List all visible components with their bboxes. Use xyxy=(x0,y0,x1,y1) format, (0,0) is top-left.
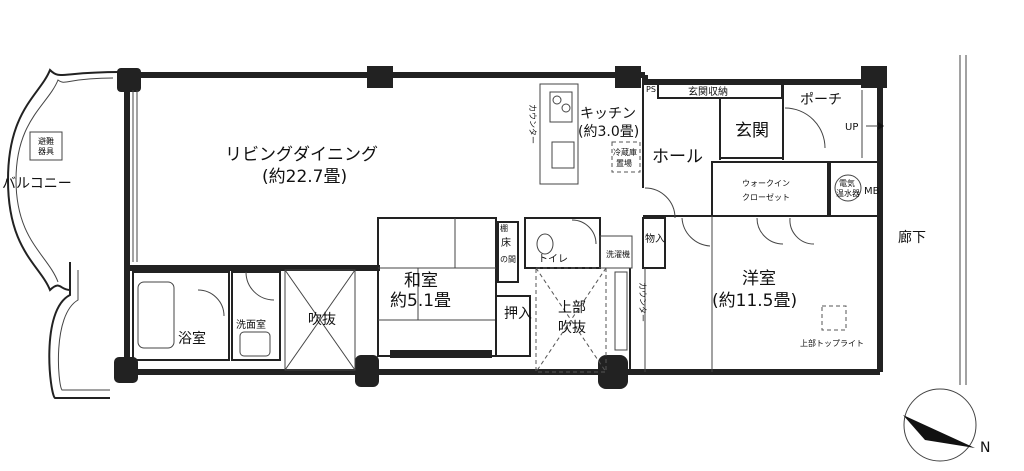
room-counter-label: カウンター xyxy=(638,282,647,322)
genkan-storage-label: 玄関収納 xyxy=(688,85,728,98)
washroom-label: 洗面室 xyxy=(236,318,266,331)
heater-label-2: 温水器 xyxy=(836,188,860,198)
genkan-label: 玄関 xyxy=(735,121,769,141)
upper-fukinuke-label-2: 吹抜 xyxy=(558,320,586,336)
balcony-label: バルコニー xyxy=(2,176,72,192)
tokonoma-label-2: の間 xyxy=(500,255,516,264)
oshiire-label: 押入 xyxy=(504,306,532,322)
storage-label: 物入 xyxy=(645,232,665,245)
washitsu-area: 約5.1畳 xyxy=(390,291,451,311)
corridor-label: 廊下 xyxy=(898,229,926,246)
fridge-label-2: 置場 xyxy=(616,158,632,168)
youshitsu-name: 洋室 xyxy=(742,269,776,289)
compass-north: N xyxy=(903,388,990,462)
walkin-label-2: クローゼット xyxy=(742,192,790,202)
interior-walls xyxy=(132,81,881,373)
toilet-label: トイレ xyxy=(538,254,568,265)
ps-label: PS xyxy=(646,85,656,94)
toplight-label: 上部トップライト xyxy=(800,338,864,348)
kitchen-counter-label: カウンター xyxy=(528,104,537,144)
tokonoma-label-1: 床 xyxy=(501,236,511,249)
living-area: (約22.7畳) xyxy=(262,167,347,187)
structural-columns xyxy=(114,66,887,389)
hall-label: ホール xyxy=(652,147,703,167)
compass-label: N xyxy=(980,440,990,456)
fukinuke-label: 吹抜 xyxy=(308,312,336,328)
laundry-label: 洗濯機 xyxy=(606,249,630,259)
heater-label-1: 電気 xyxy=(839,178,855,188)
living-name: リビングダイニング xyxy=(225,145,378,165)
evac-label-2: 器具 xyxy=(38,147,54,156)
fridge-label-1: 冷蔵庫 xyxy=(613,147,637,157)
walkin-label-1: ウォークイン xyxy=(742,179,790,188)
shelf-label: 棚 xyxy=(500,223,508,233)
kitchen-area: (約3.0畳) xyxy=(578,124,639,140)
balcony-railing xyxy=(6,68,121,399)
youshitsu-area: (約11.5畳) xyxy=(712,291,797,311)
upper-fukinuke-label-1: 上部 xyxy=(558,300,586,316)
evac-label-1: 避難 xyxy=(38,136,54,146)
mb-label: MB xyxy=(864,186,880,197)
bath-label: 浴室 xyxy=(178,330,206,347)
kitchen-name: キッチン xyxy=(580,106,636,122)
up-label: UP xyxy=(845,122,858,133)
washitsu-name: 和室 xyxy=(404,271,438,291)
porch-label: ポーチ xyxy=(800,92,842,108)
